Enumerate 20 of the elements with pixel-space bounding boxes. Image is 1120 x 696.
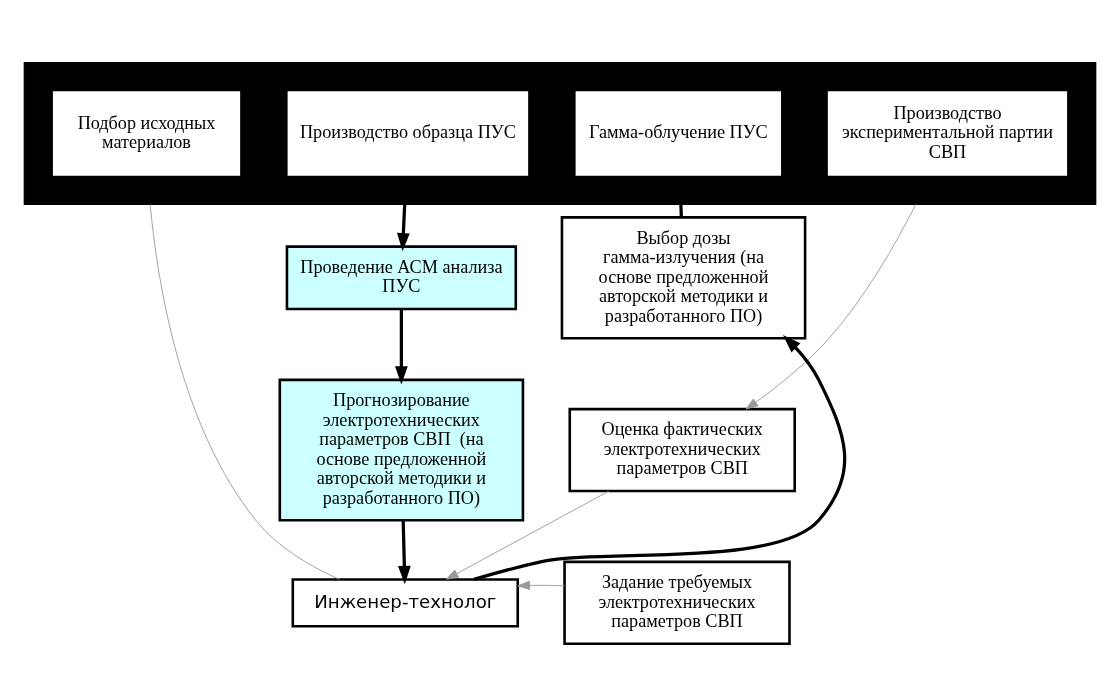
node-box: Оценка фактических электротехнических параметров СВП: [568, 407, 796, 493]
node-box: Выбор дозы гамма-излучения (на основе предложенной авторской методики и разработанного ПО): [560, 216, 807, 340]
node-box: Гамма-облучение ПУС: [575, 91, 782, 176]
cluster: [23, 61, 1097, 205]
connector: [149, 203, 341, 580]
connector: [679, 204, 683, 218]
arrow: [473, 335, 847, 581]
arrow: [517, 580, 565, 590]
node-box: Подбор исходных материалов: [52, 91, 241, 176]
arrow: [445, 490, 610, 580]
arrow: [395, 309, 408, 385]
arrow: [745, 203, 917, 410]
node-box: Задание требуемых электротехнических параметров СВП: [563, 560, 791, 646]
node-box: Производство образца ПУС: [287, 91, 529, 176]
node-box: Инженер-технолог: [291, 578, 520, 628]
arrow: [397, 520, 411, 585]
node-box: Прогнозирование электротехнических параметров СВП (на основе предложенной авторской методики и разработанного ПО): [278, 378, 525, 522]
node-box: Производство экспериментальной партии СВП: [827, 91, 1068, 176]
arrow: [397, 204, 410, 252]
node-box: Проведение АСМ анализа ПУС: [285, 245, 518, 311]
